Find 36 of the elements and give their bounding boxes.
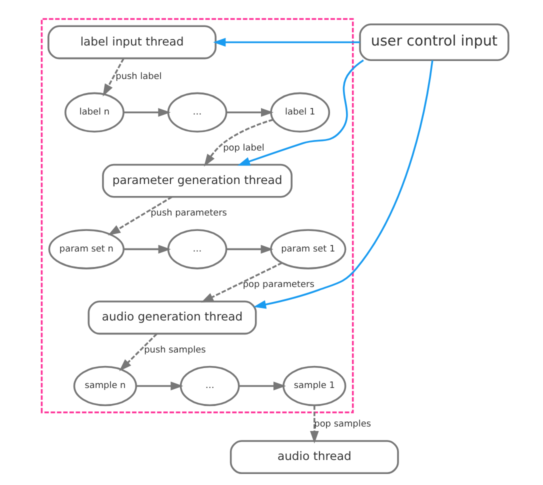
arrow xyxy=(124,244,171,254)
node-ellipse: … xyxy=(167,229,228,270)
arrow xyxy=(226,108,274,117)
node-ellipse: sample n xyxy=(73,366,138,406)
arrow xyxy=(102,58,124,97)
arrow xyxy=(124,108,171,117)
node-ellipse: label n xyxy=(64,92,124,133)
node-ellipse: … xyxy=(167,92,228,133)
edge-label: push label xyxy=(116,72,162,82)
node-box: audio thread xyxy=(230,440,399,474)
arrow xyxy=(310,405,319,444)
node-box: audio generation thread xyxy=(88,300,257,335)
arrow xyxy=(213,38,360,47)
edge-label: pop parameters xyxy=(242,280,314,290)
arrow xyxy=(239,382,286,390)
edge-label: pop samples xyxy=(314,420,371,430)
node-ellipse: sample 1 xyxy=(282,366,346,406)
edge-label: pop label xyxy=(223,143,264,154)
node-ellipse: param set n xyxy=(48,229,125,270)
arrow xyxy=(237,60,364,166)
arrow xyxy=(136,382,184,390)
edge-label: push samples xyxy=(144,345,206,356)
edge-label: push parameters xyxy=(150,208,227,219)
node-ellipse: … xyxy=(180,366,240,406)
arrow xyxy=(200,262,282,303)
arrow xyxy=(254,60,434,309)
arrow xyxy=(226,244,274,254)
node-box: label input thread xyxy=(48,25,217,60)
arrow xyxy=(204,118,274,167)
node-box: parameter generation thread xyxy=(102,164,292,198)
arrow xyxy=(108,196,172,236)
node-ellipse: label 1 xyxy=(270,92,330,133)
cluster xyxy=(40,18,354,414)
node-box: user control input xyxy=(359,23,510,62)
arrow xyxy=(119,333,158,372)
node-ellipse: param set 1 xyxy=(270,229,346,270)
